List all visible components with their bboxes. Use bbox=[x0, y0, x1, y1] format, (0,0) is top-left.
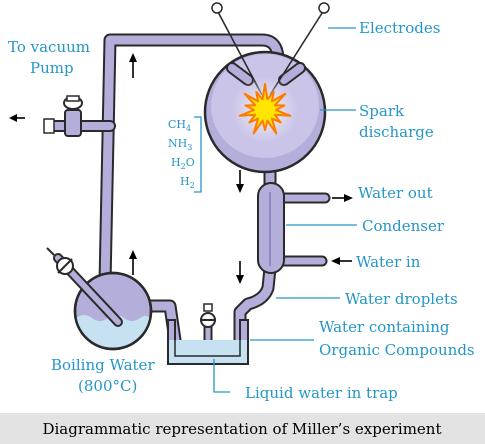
labels: To vacuum Pump Electrodes Spark discharg… bbox=[8, 19, 475, 402]
gas-formula-base: H bbox=[180, 175, 190, 188]
leader-lines bbox=[194, 27, 357, 393]
spark-label-line1: Spark bbox=[359, 102, 405, 120]
spark-icon bbox=[231, 76, 299, 144]
water-in-label: Water in bbox=[356, 253, 421, 271]
gas-formula: NH3 bbox=[168, 137, 192, 152]
trap-stopcock-icon[interactable] bbox=[200, 303, 216, 328]
vacuum-label-line1: To vacuum bbox=[8, 38, 90, 56]
left-electrode-terminal bbox=[211, 2, 223, 14]
gas-formula-subscript: 3 bbox=[187, 143, 192, 152]
vacuum-arrow-icon bbox=[9, 114, 25, 122]
vacuum-label-line2: Pump bbox=[30, 59, 74, 77]
water-in-arrow-icon bbox=[331, 257, 352, 265]
gas-formula-subscript: 2 bbox=[181, 162, 186, 171]
gas-formula-tail: O bbox=[186, 156, 195, 169]
gas-formula-base: NH bbox=[168, 137, 187, 150]
water-out-label: Water out bbox=[358, 184, 433, 202]
u-trap bbox=[167, 319, 249, 365]
trap-water bbox=[169, 340, 247, 363]
organic-label-line2: Organic Compounds bbox=[319, 341, 475, 359]
gas-formula-base: CH bbox=[168, 118, 186, 131]
condenser bbox=[257, 182, 285, 274]
gas-formula: H2O bbox=[171, 156, 195, 171]
gas-formula-base: H bbox=[171, 156, 181, 169]
caption-bar: Diagrammatic representation of Miller’s … bbox=[0, 413, 485, 444]
boiling-label-line1: Boiling Water bbox=[51, 356, 155, 374]
gas-formula: H2 bbox=[180, 175, 195, 190]
boiling-label-line2: (800°C) bbox=[78, 377, 137, 395]
down-arrow-icon-sphere bbox=[236, 170, 244, 193]
vacuum-stopcock-icon[interactable] bbox=[43, 95, 83, 137]
spark-label-line2: discharge bbox=[359, 123, 434, 141]
gas-formula-subscript: 4 bbox=[186, 124, 191, 133]
boiling-water bbox=[76, 315, 150, 348]
water-out-arrow-icon bbox=[332, 194, 353, 202]
liquid-trap-label: Liquid water in trap bbox=[245, 384, 398, 402]
condenser-label: Condenser bbox=[362, 217, 445, 235]
up-arrow-icon-top bbox=[129, 53, 137, 78]
diagram-caption: Diagrammatic representation of Miller’s … bbox=[42, 420, 441, 438]
electrodes bbox=[211, 2, 330, 96]
gas-formula-subscript: 2 bbox=[190, 181, 195, 190]
right-electrode-terminal bbox=[318, 2, 330, 14]
boiling-flask bbox=[46, 247, 153, 351]
electrodes-label: Electrodes bbox=[359, 19, 440, 37]
down-arrow-icon-condenser bbox=[236, 261, 244, 284]
gas-formula: CH4 bbox=[168, 118, 191, 133]
flow-arrows bbox=[9, 53, 353, 284]
organic-label-line1: Water containing bbox=[319, 318, 450, 336]
water-droplets-label: Water droplets bbox=[345, 290, 458, 308]
up-arrow-icon-bottom bbox=[129, 250, 137, 275]
